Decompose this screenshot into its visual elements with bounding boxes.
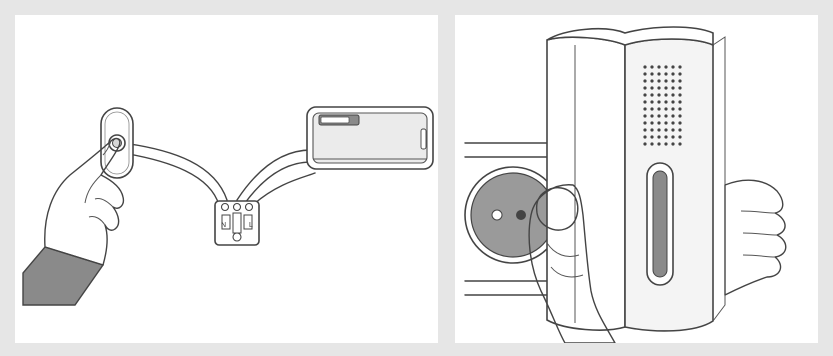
chime-receiver xyxy=(307,107,433,169)
plug-in-chime-illustration xyxy=(455,15,818,343)
terminal-block: N L xyxy=(215,201,259,245)
pressing-hand xyxy=(23,139,123,305)
bell-wires xyxy=(123,143,315,205)
terminal-label-n: N xyxy=(221,222,226,229)
wiring-diagram: N L xyxy=(15,15,438,343)
chime-unit xyxy=(547,27,725,331)
terminal-label-l: L xyxy=(249,222,253,229)
wiring-diagram-panel: N L xyxy=(15,15,438,343)
indicator-light-slot xyxy=(647,163,673,285)
holding-hand-fingers xyxy=(725,180,786,295)
plug-in-chime-panel xyxy=(455,15,818,343)
